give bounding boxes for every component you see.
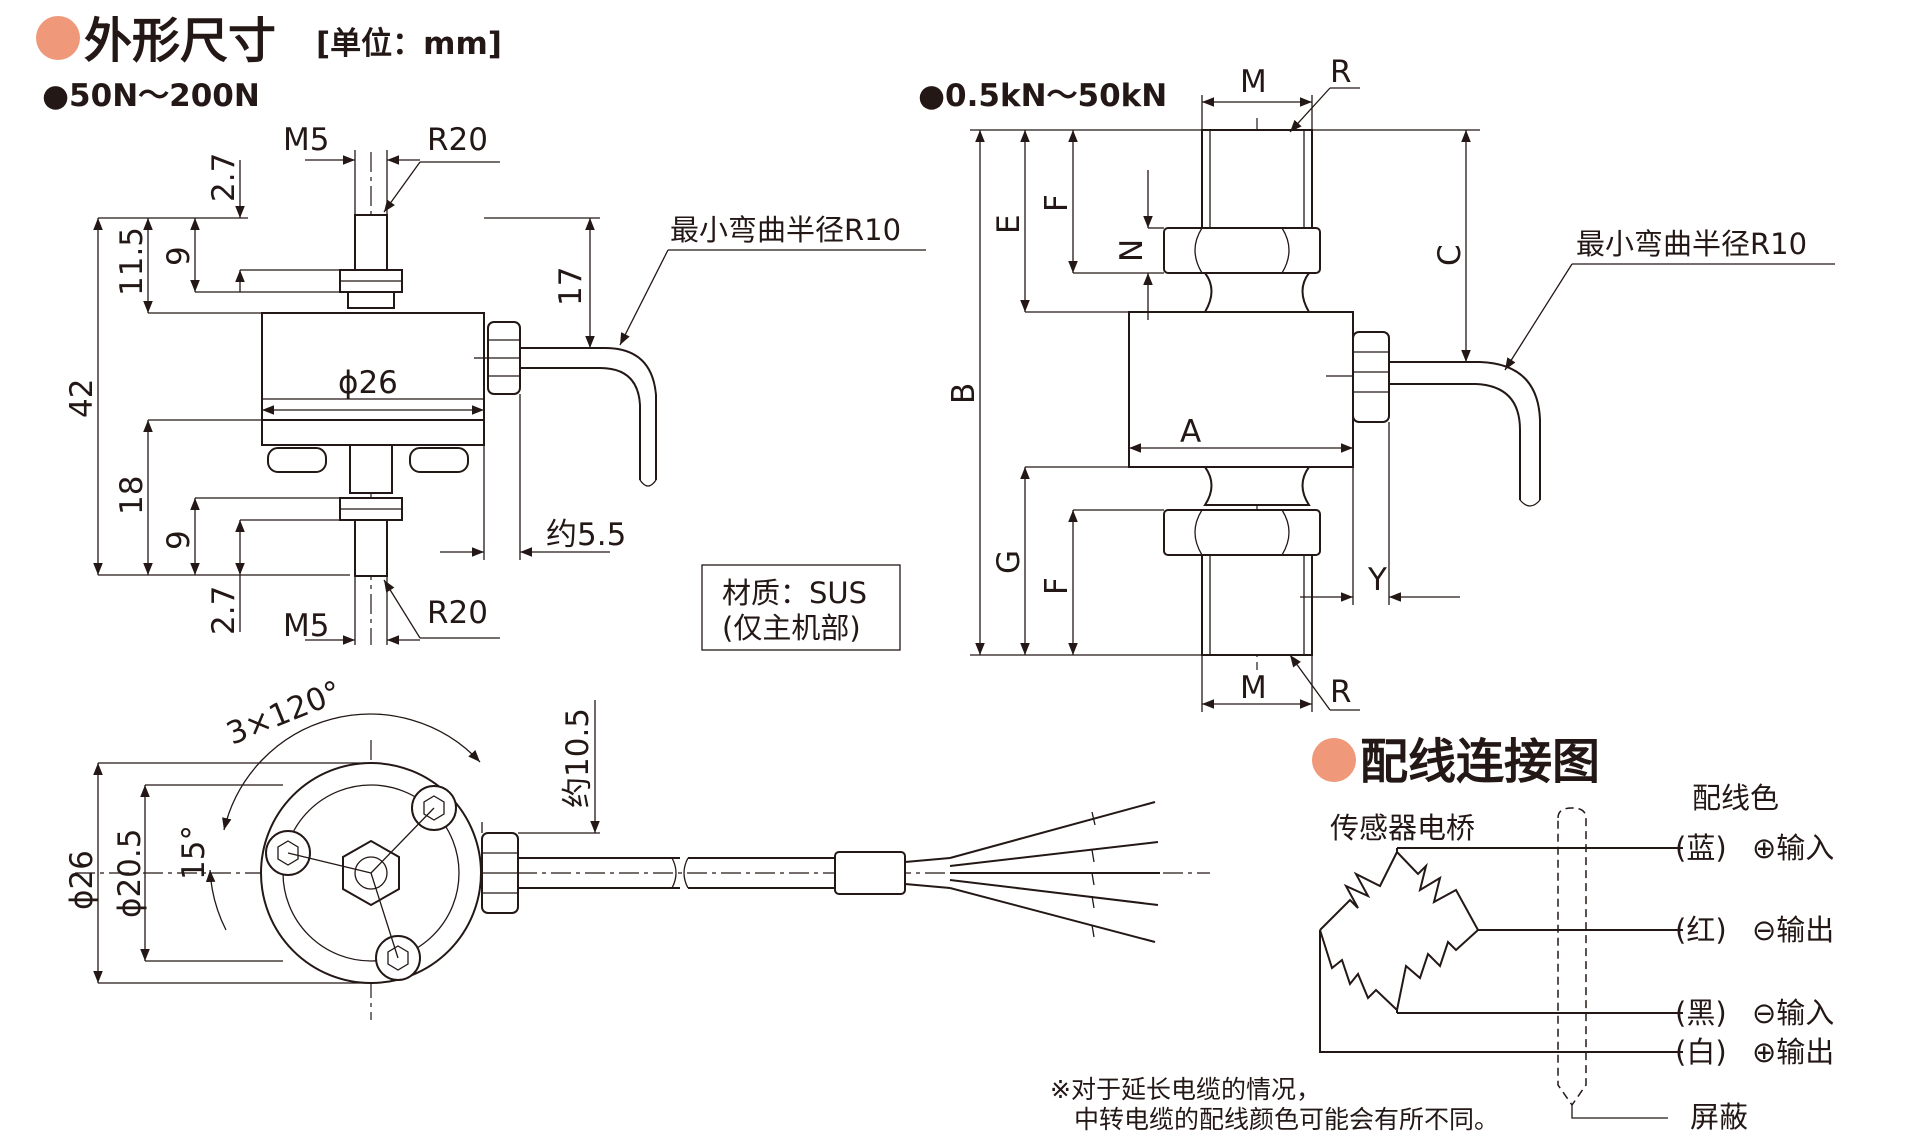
dim-n: N bbox=[1114, 239, 1150, 262]
section-bullet-icon bbox=[36, 16, 80, 60]
material-line2: (仅主机部) bbox=[722, 611, 861, 645]
dim-42: 42 bbox=[64, 379, 100, 418]
dim-f-top: F bbox=[1039, 194, 1075, 212]
dim-phi20-5: ϕ20.5 bbox=[112, 829, 148, 918]
bend-radius-label-small: 最小弯曲半径R10 bbox=[670, 213, 901, 247]
small-model-title: ●50N～200N bbox=[42, 78, 260, 114]
material-line1: 材质：SUS bbox=[722, 576, 867, 610]
bridge-label: 传感器电桥 bbox=[1330, 811, 1475, 845]
dim-c: C bbox=[1432, 244, 1468, 266]
dim-m-bot: M bbox=[1240, 670, 1267, 706]
dim-phi26-bottom: ϕ26 bbox=[64, 850, 100, 910]
dim-2-7-bot: 2.7 bbox=[206, 586, 242, 635]
wire-black-color: (黑) bbox=[1675, 996, 1727, 1030]
dim-m-top: M bbox=[1240, 64, 1267, 100]
wiring-title: 配线连接图 bbox=[1360, 734, 1600, 790]
bridge-circuit bbox=[1319, 807, 1683, 1119]
dim-11-5: 11.5 bbox=[114, 227, 150, 296]
dim-r20-bot: R20 bbox=[427, 595, 488, 631]
dim-g: G bbox=[991, 550, 1027, 574]
wire-white-signal: ⊕输出 bbox=[1752, 1035, 1834, 1069]
dim-a: A bbox=[1180, 414, 1201, 450]
wiring-bullet-icon bbox=[1312, 738, 1356, 782]
dim-f-bot: F bbox=[1039, 577, 1075, 595]
dim-9-bot: 9 bbox=[161, 530, 197, 550]
dim-r-top: R bbox=[1330, 54, 1352, 90]
small-sensor-side-view bbox=[93, 150, 926, 645]
dim-b: B bbox=[946, 383, 982, 404]
wire-red-signal: ⊖输出 bbox=[1752, 913, 1834, 947]
wiring-color-header: 配线色 bbox=[1692, 781, 1779, 815]
wire-blue-signal: ⊕输入 bbox=[1752, 831, 1834, 865]
dim-m5-top: M5 bbox=[283, 122, 329, 158]
wiring-note-line1: ※对于延长电缆的情况， bbox=[1050, 1075, 1321, 1104]
wiring-note-line2: 中转电缆的配线颜色可能会有所不同。 bbox=[1074, 1105, 1499, 1132]
large-sensor-side-view bbox=[970, 87, 1835, 712]
dim-m5-bot: M5 bbox=[283, 608, 329, 644]
dim-approx-10-5: 约10.5 bbox=[560, 708, 596, 808]
dim-r20-top: R20 bbox=[427, 122, 488, 158]
wire-red-color: (红) bbox=[1675, 913, 1727, 947]
material-box bbox=[701, 564, 901, 651]
dim-y: Y bbox=[1367, 562, 1387, 598]
large-model-title: ●0.5kN～50kN bbox=[918, 78, 1167, 114]
dim-18: 18 bbox=[114, 476, 150, 515]
dim-e: E bbox=[991, 214, 1027, 234]
bend-radius-label-large: 最小弯曲半径R10 bbox=[1576, 227, 1807, 261]
dim-phi26-small: ϕ26 bbox=[338, 365, 398, 401]
dim-17: 17 bbox=[553, 267, 589, 306]
wire-blue-color: (蓝) bbox=[1675, 831, 1727, 865]
dim-9-top: 9 bbox=[161, 246, 197, 266]
wire-white-color: (白) bbox=[1675, 1035, 1727, 1069]
angle-15: 15° bbox=[176, 825, 212, 880]
dim-2-7-top: 2.7 bbox=[206, 153, 242, 202]
unit-label: [单位：mm] bbox=[316, 26, 502, 62]
wire-black-signal: ⊖输入 bbox=[1752, 996, 1834, 1030]
small-sensor-bottom-view bbox=[75, 700, 1210, 1020]
dim-r-bot: R bbox=[1330, 674, 1352, 710]
page-title: 外形尺寸 bbox=[84, 13, 276, 69]
shield-label: 屏蔽 bbox=[1690, 1100, 1748, 1132]
dim-approx-5-5: 约5.5 bbox=[546, 517, 626, 553]
